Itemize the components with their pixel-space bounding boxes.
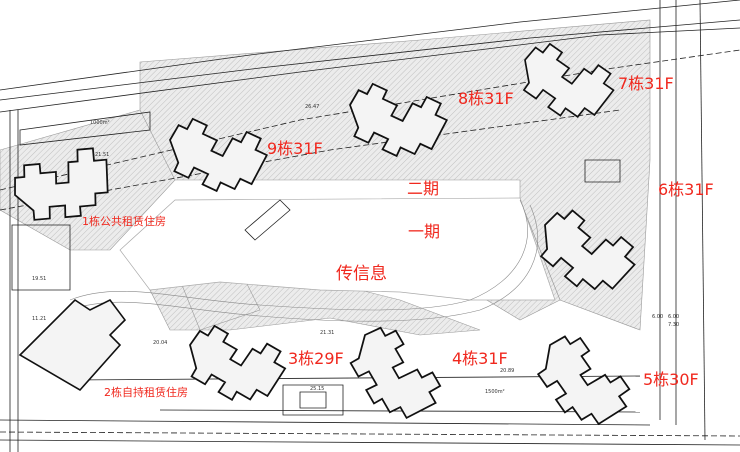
label-building-8: 8栋31F bbox=[458, 89, 514, 108]
label-building-4: 4栋31F bbox=[452, 349, 508, 368]
dim-label: 11.21 bbox=[32, 316, 46, 322]
dim-label: 20.04 bbox=[153, 340, 167, 346]
building-4 bbox=[339, 320, 452, 426]
label-building-1: 1栋公共租赁住房 bbox=[82, 214, 166, 228]
label-building-2: 2栋自持租赁住房 bbox=[104, 385, 188, 399]
dim-label: 21.51 bbox=[95, 152, 109, 158]
dim-label: 7.30 bbox=[668, 322, 679, 328]
dimension-labels: 21.31 20.04 25.15 11.21 19.51 20.89 6.00… bbox=[32, 104, 679, 395]
dim-label: 19.51 bbox=[32, 276, 46, 282]
label-building-7: 7栋31F bbox=[618, 74, 674, 93]
dim-label: 20.89 bbox=[500, 368, 514, 374]
dim-label: 21.31 bbox=[320, 330, 334, 336]
label-building-9: 9栋31F bbox=[267, 139, 323, 158]
dim-label: 6.00 bbox=[668, 314, 679, 320]
label-building-3: 3栋29F bbox=[288, 349, 344, 368]
label-phase1: 一期 bbox=[408, 222, 440, 241]
dim-label: 25.15 bbox=[310, 386, 324, 392]
label-building-5: 5栋30F bbox=[643, 370, 699, 389]
label-center: 传信息 bbox=[336, 264, 387, 284]
label-phase2: 二期 bbox=[407, 179, 439, 198]
dim-label: 1500m² bbox=[485, 389, 505, 395]
phase1-central-area bbox=[119, 197, 556, 301]
building-2 bbox=[18, 298, 127, 392]
dim-label: 1000m² bbox=[90, 120, 110, 126]
building-footprints bbox=[0, 33, 638, 430]
building-5 bbox=[530, 331, 638, 430]
label-building-6: 6栋31F bbox=[658, 180, 714, 199]
building-labels: 9栋31F 8栋31F 7栋31F 6栋31F 5栋30F 4栋31F 3栋29… bbox=[82, 74, 714, 399]
dim-label: 26.47 bbox=[305, 104, 319, 110]
dim-label: 6.00 bbox=[652, 314, 663, 320]
